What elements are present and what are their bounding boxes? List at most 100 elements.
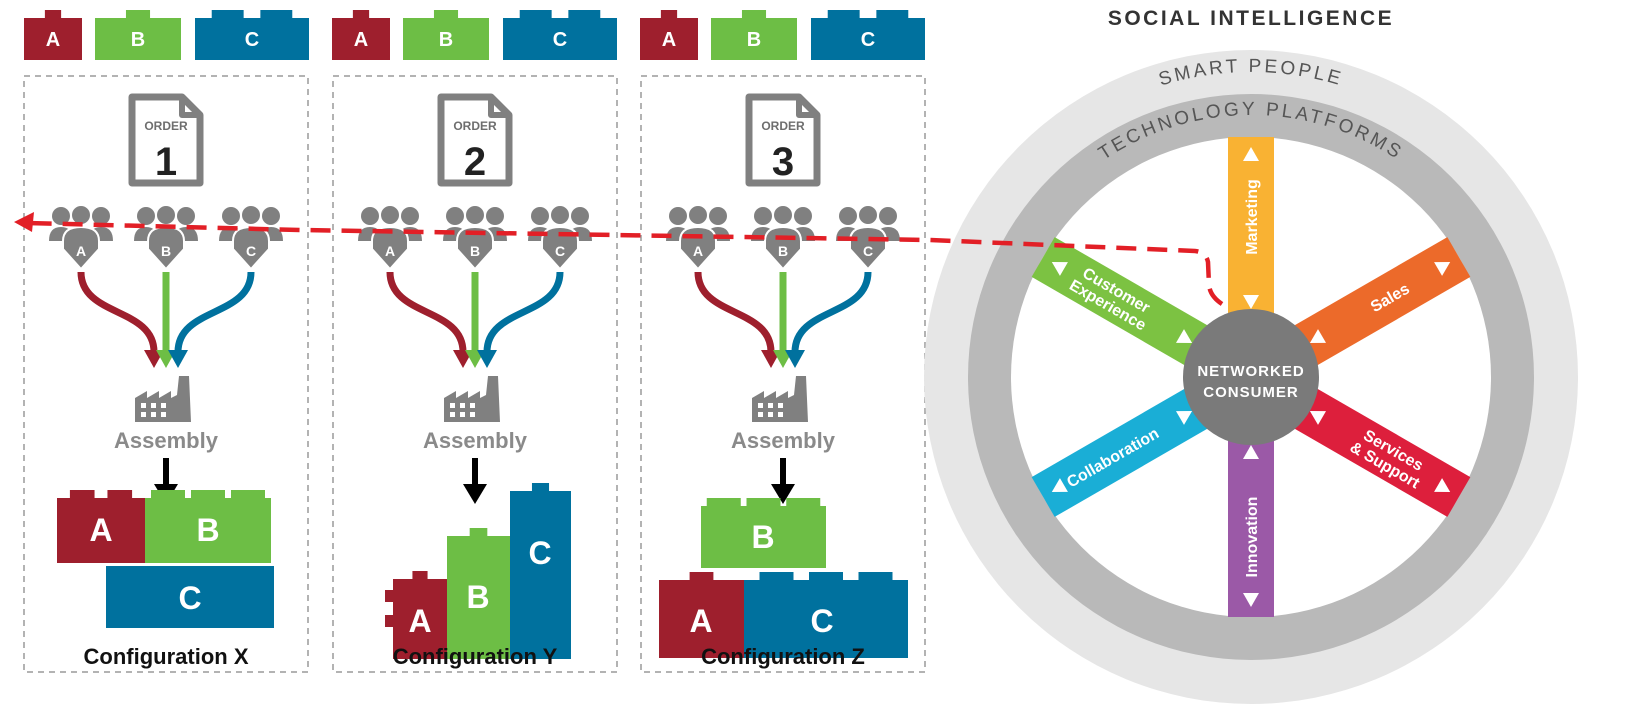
config-block-c: C — [106, 566, 274, 628]
legend-block-c: C — [811, 10, 925, 60]
flow-arrow-c — [483, 271, 564, 353]
block-body — [659, 580, 744, 658]
flow-arrow-a — [77, 271, 158, 353]
block-stud — [191, 490, 225, 500]
legend-block-label: B — [439, 29, 453, 51]
block-body — [447, 536, 510, 659]
spoke-outer-arrow-icon — [1051, 262, 1068, 276]
assembly-label: Assembly — [114, 428, 219, 453]
people-group-label: C — [863, 243, 873, 259]
legend-block-a: A — [640, 10, 698, 60]
wheel-title: SOCIAL INTELLIGENCE — [1108, 7, 1394, 30]
block-body — [24, 18, 82, 60]
config-block-c: C — [510, 483, 571, 659]
block-stud — [759, 572, 794, 582]
block-body — [811, 18, 925, 60]
spoke-inner-arrow-icon — [1309, 411, 1327, 425]
flow-arrowhead-c — [785, 350, 805, 368]
order-number: 1 — [155, 140, 177, 184]
block-body — [332, 18, 390, 60]
config-block-a-notch — [385, 590, 393, 627]
order-label: ORDER — [453, 119, 497, 133]
block-stud — [741, 10, 767, 20]
block-body — [711, 18, 797, 60]
spoke-inner-arrow-icon — [1175, 411, 1193, 425]
block-stud — [44, 10, 62, 20]
legend-block-c: C — [503, 10, 617, 60]
block-stud — [151, 490, 185, 500]
flow-arrow-a — [694, 271, 775, 353]
block-stud — [568, 10, 601, 20]
block-stud — [69, 490, 95, 500]
legend-block-b: B — [95, 10, 181, 60]
people-group-icon-a — [358, 204, 422, 270]
block-body — [95, 18, 181, 60]
spoke-outer-arrow-icon — [1051, 478, 1068, 492]
block-body — [701, 506, 826, 568]
hub-label-line2: CONSUMER — [1203, 384, 1299, 401]
legend-block-label: C — [553, 29, 567, 51]
spoke-label: Marketing — [1244, 179, 1261, 255]
flow-arrow-a — [386, 271, 467, 353]
block-stud — [660, 10, 678, 20]
dashed-flow-line — [27, 220, 1224, 306]
factory-icon — [444, 376, 500, 422]
factory-icon — [752, 376, 808, 422]
block-stud — [433, 10, 459, 20]
block-label: A — [408, 603, 431, 639]
block-stud — [827, 10, 860, 20]
spoke-outer-arrow-icon — [1434, 478, 1451, 492]
legend-block-label: A — [354, 29, 368, 51]
config-block-b: B — [447, 528, 510, 659]
factory-icon — [135, 376, 191, 422]
block-label: C — [528, 535, 551, 571]
config-block-a: A — [659, 572, 744, 658]
spoke-inner-arrow-icon — [1243, 445, 1259, 459]
configuration-letter: Y — [543, 644, 558, 669]
spoke-label: Innovation — [1244, 497, 1261, 578]
hub-label-line1: NETWORKED — [1197, 363, 1304, 380]
legend-block-b: B — [403, 10, 489, 60]
people-group-icon-c — [219, 204, 283, 270]
configuration-prefix: Configuration — [84, 644, 234, 669]
configuration-caption: Configuration X — [84, 644, 249, 669]
block-label: B — [466, 579, 489, 615]
legend-block-c: C — [195, 10, 309, 60]
spoke-outer-arrow-icon — [1243, 147, 1259, 161]
people-group-icon-b — [134, 204, 198, 270]
block-stud — [858, 572, 893, 582]
block-label: C — [178, 580, 201, 616]
config-block-a: A — [393, 571, 447, 659]
block-stud — [107, 490, 133, 500]
people-group-icon-b — [443, 204, 507, 270]
people-group-label: C — [555, 243, 565, 259]
block-body — [640, 18, 698, 60]
legend-block-a: A — [24, 10, 82, 60]
block-body — [195, 18, 309, 60]
spoke-inner-arrow-icon — [1175, 329, 1193, 343]
people-group-label: A — [385, 243, 395, 259]
people-group-label: A — [693, 243, 703, 259]
block-stud — [689, 572, 714, 582]
assembly-label: Assembly — [731, 428, 836, 453]
block-label: A — [689, 603, 712, 639]
order-number: 3 — [772, 140, 794, 184]
legend-block-label: C — [861, 29, 875, 51]
block-stud — [412, 571, 428, 581]
assembly-arrowhead — [463, 484, 487, 504]
block-label: A — [89, 512, 112, 548]
block-body — [145, 498, 271, 563]
block-stud — [706, 498, 741, 508]
legend-block-label: A — [46, 29, 60, 51]
configuration-letter: X — [234, 644, 249, 669]
spoke-outer-arrow-icon — [1243, 593, 1259, 607]
assembly-arrowhead — [771, 484, 795, 504]
dashed-flow-arrowhead — [14, 212, 34, 232]
block-stud — [876, 10, 909, 20]
legend-block-a: A — [332, 10, 390, 60]
flow-arrow-c — [174, 271, 255, 353]
